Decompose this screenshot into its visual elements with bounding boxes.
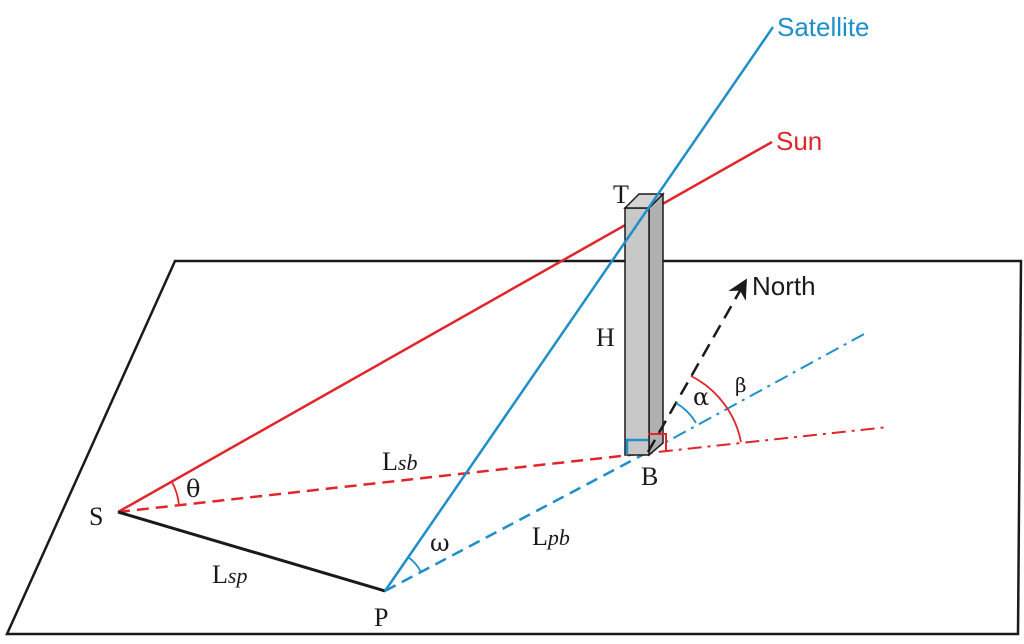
pillar-front-face	[624, 207, 650, 456]
sun-ray	[117, 140, 773, 514]
alpha-label: α	[693, 383, 709, 411]
line-s-p	[117, 510, 386, 593]
satellite-label: Satellite	[777, 12, 870, 42]
pillar-side-face	[648, 192, 664, 457]
satellite-azimuth-reference-line	[647, 332, 867, 453]
sun-azimuth-reference-line	[629, 426, 889, 456]
sun-label: Sun	[776, 126, 822, 156]
point-t-label: T	[613, 180, 629, 209]
beta-label: β	[735, 373, 747, 397]
point-b-label: B	[641, 462, 658, 491]
length-pb-label: Lpb	[532, 522, 570, 551]
right-angle-marker-satellite	[625, 438, 648, 455]
north-arrow	[646, 278, 747, 453]
theta-angle-arc	[171, 481, 180, 506]
right-angle-marker-sun	[648, 433, 667, 452]
north-label: North	[752, 271, 816, 301]
sun-shadow-projection-line	[117, 453, 631, 514]
omega-label: ω	[430, 529, 450, 557]
height-label: H	[596, 323, 615, 352]
theta-label: θ	[186, 475, 200, 503]
point-s-label: S	[89, 502, 103, 531]
ground-plane	[5, 259, 1023, 636]
length-sp-label: Lsp	[212, 560, 247, 589]
point-p-label: P	[374, 603, 388, 632]
satellite-view-projection-line	[384, 450, 649, 593]
alpha-angle-arc	[675, 402, 697, 424]
omega-angle-arc	[407, 556, 422, 573]
beta-angle-arc	[690, 375, 742, 443]
satellite-ray	[383, 26, 775, 592]
pillar-top-face	[623, 193, 665, 209]
length-sb-label: Lsb	[382, 447, 417, 476]
